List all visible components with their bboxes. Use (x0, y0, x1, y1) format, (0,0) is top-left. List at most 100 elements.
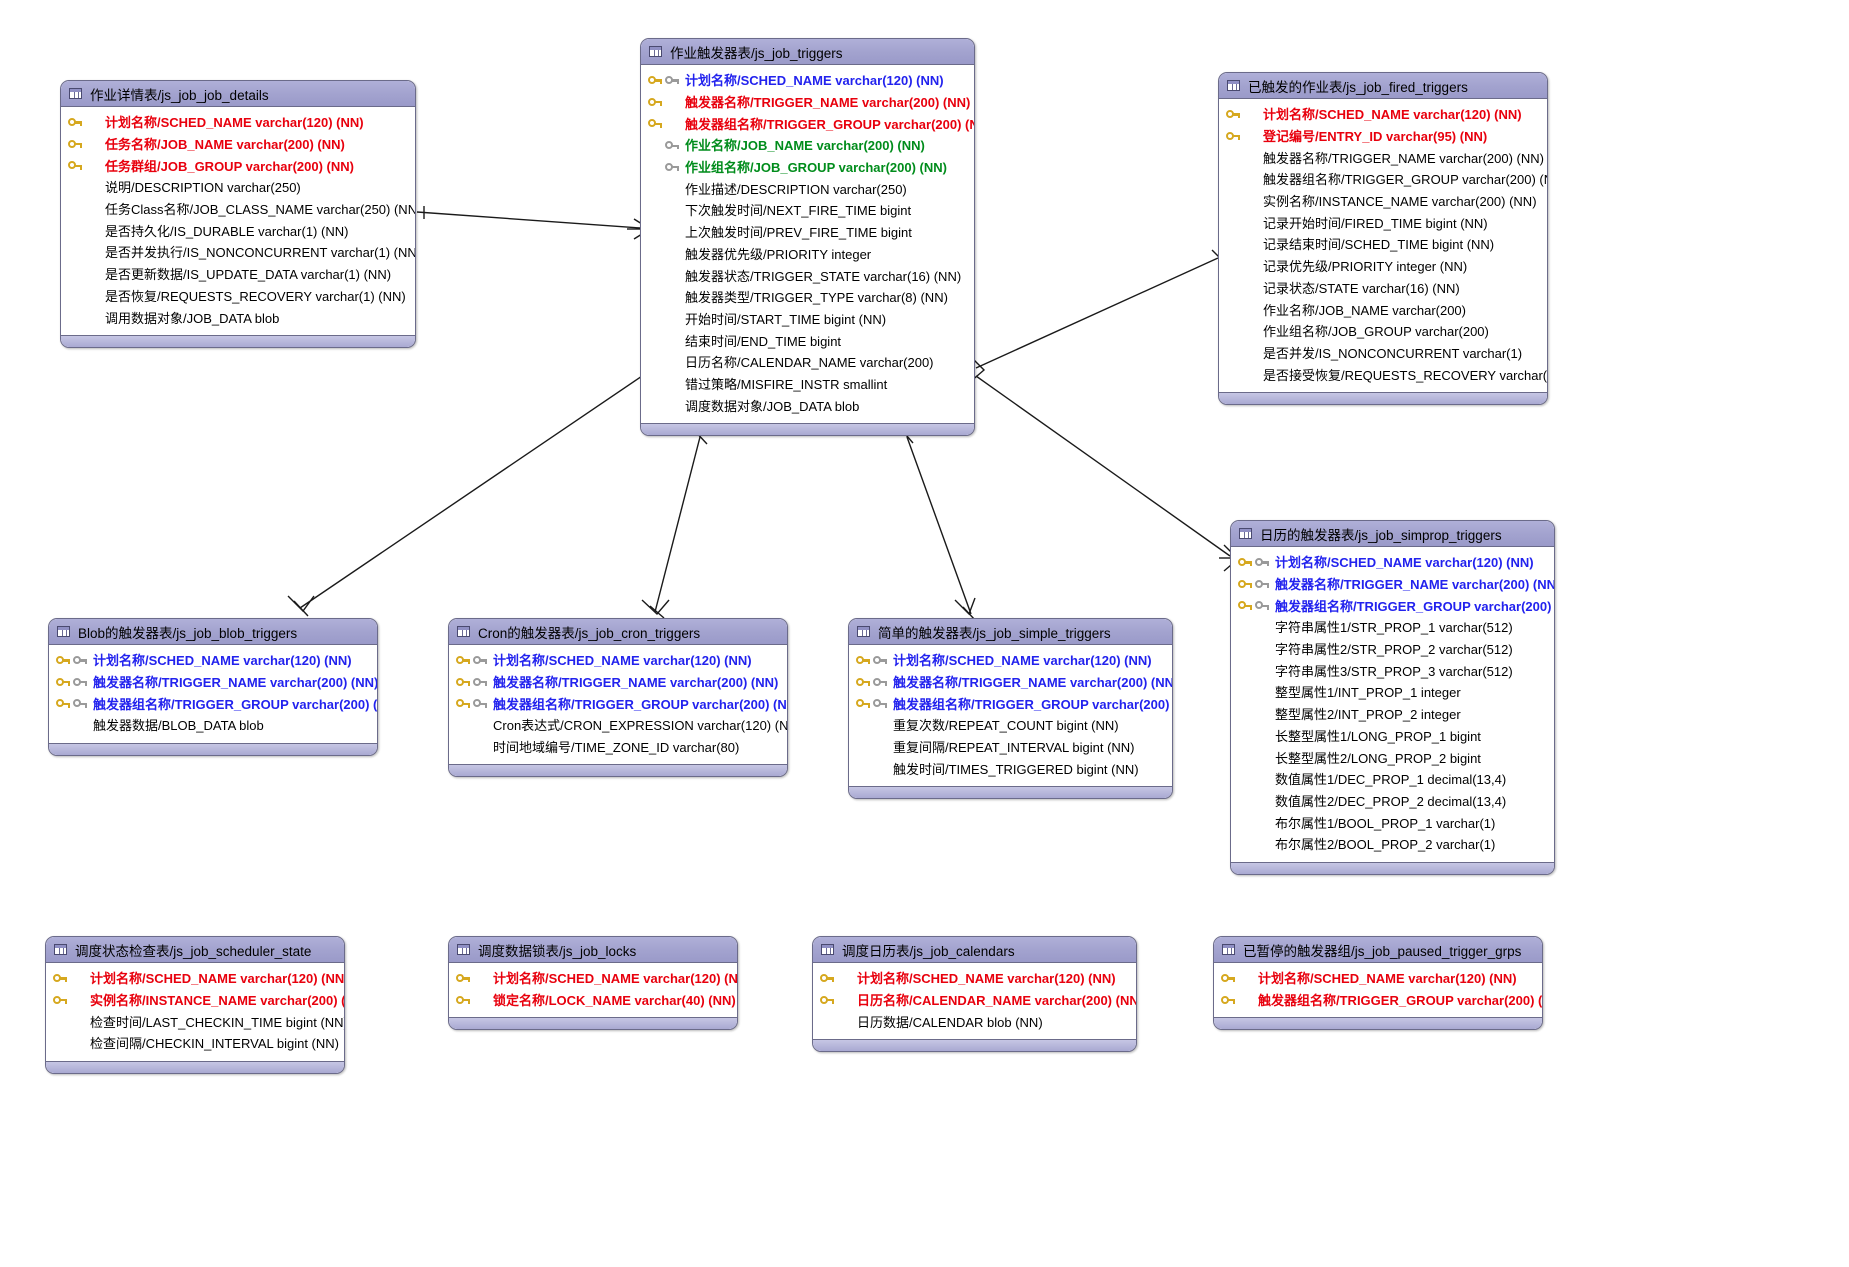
table-field-row[interactable]: 触发器名称/TRIGGER_NAME varchar(200) (NN) (849, 672, 1172, 694)
table-field-row[interactable]: 开始时间/START_TIME bigint (NN) (641, 309, 974, 331)
table-field-row[interactable]: 作业名称/JOB_NAME varchar(200) (NN) (641, 135, 974, 157)
table-field-row[interactable]: 检查间隔/CHECKIN_INTERVAL bigint (NN) (46, 1033, 344, 1055)
table-field-row[interactable]: 触发器组名称/TRIGGER_GROUP varchar(200) (NN) (49, 693, 377, 715)
table-field-row[interactable]: 字符串属性3/STR_PROP_3 varchar(512) (1231, 660, 1554, 682)
table-field-row[interactable]: 错过策略/MISFIRE_INSTR smallint (641, 374, 974, 396)
table-field-row[interactable]: 是否持久化/IS_DURABLE varchar(1) (NN) (61, 220, 415, 242)
table-field-row[interactable]: 触发器组名称/TRIGGER_GROUP varchar(200) (NN) (1231, 595, 1554, 617)
entity-table-scheduler_state[interactable]: 调度状态检查表/js_job_scheduler_state 计划名称/SCHED… (45, 936, 345, 1074)
table-field-row[interactable]: 触发器名称/TRIGGER_NAME varchar(200) (NN) (1219, 147, 1547, 169)
entity-table-paused_trigger_grps[interactable]: 已暂停的触发器组/js_job_paused_trigger_grps 计划名称/… (1213, 936, 1543, 1031)
table-field-row[interactable]: 触发器数据/BLOB_DATA blob (49, 715, 377, 737)
table-field-row[interactable]: 实例名称/INSTANCE_NAME varchar(200) (NN) (1219, 191, 1547, 213)
table-field-row[interactable]: 是否接受恢复/REQUESTS_RECOVERY varchar(1) (1219, 364, 1547, 386)
table-header-fired_triggers[interactable]: 已触发的作业表/js_job_fired_triggers (1219, 73, 1547, 99)
entity-table-blob_triggers[interactable]: Blob的触发器表/js_job_blob_triggers 计划名称/SCHED… (48, 618, 378, 756)
entity-table-calendars[interactable]: 调度日历表/js_job_calendars 计划名称/SCHED_NAME va… (812, 936, 1137, 1053)
table-field-row[interactable]: 锁定名称/LOCK_NAME varchar(40) (NN) (449, 990, 737, 1012)
table-field-row[interactable]: 记录开始时间/FIRED_TIME bigint (NN) (1219, 212, 1547, 234)
table-field-row[interactable]: 计划名称/SCHED_NAME varchar(120) (NN) (49, 650, 377, 672)
table-field-row[interactable]: 字符串属性1/STR_PROP_1 varchar(512) (1231, 617, 1554, 639)
table-field-row[interactable]: 是否并发执行/IS_NONCONCURRENT varchar(1) (NN) (61, 242, 415, 264)
table-field-row[interactable]: 计划名称/SCHED_NAME varchar(120) (NN) (449, 968, 737, 990)
table-field-row[interactable]: 触发器组名称/TRIGGER_GROUP varchar(200) (NN) (449, 693, 787, 715)
table-field-row[interactable]: 作业名称/JOB_NAME varchar(200) (1219, 299, 1547, 321)
table-field-row[interactable]: 记录状态/STATE varchar(16) (NN) (1219, 278, 1547, 300)
table-field-row[interactable]: 作业组名称/JOB_GROUP varchar(200) (NN) (641, 157, 974, 179)
table-field-row[interactable]: 长整型属性2/LONG_PROP_2 bigint (1231, 747, 1554, 769)
table-field-row[interactable]: 长整型属性1/LONG_PROP_1 bigint (1231, 726, 1554, 748)
table-field-row[interactable]: 触发器组名称/TRIGGER_GROUP varchar(200) (NN) (641, 113, 974, 135)
table-field-row[interactable]: 日历名称/CALENDAR_NAME varchar(200) (641, 352, 974, 374)
table-field-row[interactable]: 是否并发/IS_NONCONCURRENT varchar(1) (1219, 343, 1547, 365)
table-field-row[interactable]: 结束时间/END_TIME bigint (641, 330, 974, 352)
table-field-row[interactable]: 日历数据/CALENDAR blob (NN) (813, 1011, 1136, 1033)
table-field-row[interactable]: 计划名称/SCHED_NAME varchar(120) (NN) (46, 968, 344, 990)
table-field-row[interactable]: 布尔属性2/BOOL_PROP_2 varchar(1) (1231, 834, 1554, 856)
table-header-locks[interactable]: 调度数据锁表/js_job_locks (449, 937, 737, 963)
entity-table-fired_triggers[interactable]: 已触发的作业表/js_job_fired_triggers 计划名称/SCHED_… (1218, 72, 1548, 405)
table-field-row[interactable]: 任务Class名称/JOB_CLASS_NAME varchar(250) (N… (61, 199, 415, 221)
table-field-row[interactable]: 字符串属性2/STR_PROP_2 varchar(512) (1231, 639, 1554, 661)
table-field-row[interactable]: 数值属性2/DEC_PROP_2 decimal(13,4) (1231, 791, 1554, 813)
table-field-row[interactable]: 触发器组名称/TRIGGER_GROUP varchar(200) (NN) (1214, 990, 1542, 1012)
table-header-scheduler_state[interactable]: 调度状态检查表/js_job_scheduler_state (46, 937, 344, 963)
table-field-row[interactable]: 检查时间/LAST_CHECKIN_TIME bigint (NN) (46, 1011, 344, 1033)
table-field-row[interactable]: 作业组名称/JOB_GROUP varchar(200) (1219, 321, 1547, 343)
table-field-row[interactable]: 实例名称/INSTANCE_NAME varchar(200) (NN) (46, 990, 344, 1012)
table-field-row[interactable]: 整型属性2/INT_PROP_2 integer (1231, 704, 1554, 726)
table-field-row[interactable]: 触发器类型/TRIGGER_TYPE varchar(8) (NN) (641, 287, 974, 309)
table-field-row[interactable]: 布尔属性1/BOOL_PROP_1 varchar(1) (1231, 812, 1554, 834)
table-field-row[interactable]: 说明/DESCRIPTION varchar(250) (61, 177, 415, 199)
table-field-row[interactable]: 任务群组/JOB_GROUP varchar(200) (NN) (61, 155, 415, 177)
table-field-row[interactable]: 任务名称/JOB_NAME varchar(200) (NN) (61, 134, 415, 156)
table-field-row[interactable]: 计划名称/SCHED_NAME varchar(120) (NN) (449, 650, 787, 672)
entity-table-job_details[interactable]: 作业详情表/js_job_job_details 计划名称/SCHED_NAME … (60, 80, 416, 348)
table-field-row[interactable]: 重复间隔/REPEAT_INTERVAL bigint (NN) (849, 737, 1172, 759)
table-field-row[interactable]: 重复次数/REPEAT_COUNT bigint (NN) (849, 715, 1172, 737)
table-header-calendars[interactable]: 调度日历表/js_job_calendars (813, 937, 1136, 963)
table-field-row[interactable]: 触发器名称/TRIGGER_NAME varchar(200) (NN) (449, 672, 787, 694)
table-field-row[interactable]: 计划名称/SCHED_NAME varchar(120) (NN) (61, 112, 415, 134)
table-field-row[interactable]: 是否更新数据/IS_UPDATE_DATA varchar(1) (NN) (61, 264, 415, 286)
table-field-row[interactable]: 触发器状态/TRIGGER_STATE varchar(16) (NN) (641, 265, 974, 287)
table-field-row[interactable]: 记录结束时间/SCHED_TIME bigint (NN) (1219, 234, 1547, 256)
table-header-job_details[interactable]: 作业详情表/js_job_job_details (61, 81, 415, 107)
table-field-row[interactable]: 计划名称/SCHED_NAME varchar(120) (NN) (1231, 552, 1554, 574)
table-header-cron_triggers[interactable]: Cron的触发器表/js_job_cron_triggers (449, 619, 787, 645)
table-header-simprop_triggers[interactable]: 日历的触发器表/js_job_simprop_triggers (1231, 521, 1554, 547)
table-field-row[interactable]: 触发器组名称/TRIGGER_GROUP varchar(200) (NN) (849, 693, 1172, 715)
table-field-row[interactable]: 时间地域编号/TIME_ZONE_ID varchar(80) (449, 737, 787, 759)
table-field-row[interactable]: 触发时间/TIMES_TRIGGERED bigint (NN) (849, 758, 1172, 780)
table-header-blob_triggers[interactable]: Blob的触发器表/js_job_blob_triggers (49, 619, 377, 645)
table-field-row[interactable]: 调度数据对象/JOB_DATA blob (641, 395, 974, 417)
entity-table-locks[interactable]: 调度数据锁表/js_job_locks 计划名称/SCHED_NAME varch… (448, 936, 738, 1031)
table-field-row[interactable]: 调用数据对象/JOB_DATA blob (61, 307, 415, 329)
entity-table-simprop_triggers[interactable]: 日历的触发器表/js_job_simprop_triggers 计划名称/SCHE… (1230, 520, 1555, 875)
entity-table-job_triggers[interactable]: 作业触发器表/js_job_triggers 计划名称/SCHED_NAME va… (640, 38, 975, 436)
table-field-row[interactable]: 计划名称/SCHED_NAME varchar(120) (NN) (849, 650, 1172, 672)
table-field-row[interactable]: 触发器组名称/TRIGGER_GROUP varchar(200) (NN) (1219, 169, 1547, 191)
table-field-row[interactable]: 日历名称/CALENDAR_NAME varchar(200) (NN) (813, 990, 1136, 1012)
table-field-row[interactable]: 作业描述/DESCRIPTION varchar(250) (641, 178, 974, 200)
table-field-row[interactable]: 触发器名称/TRIGGER_NAME varchar(200) (NN) (49, 672, 377, 694)
entity-table-simple_triggers[interactable]: 简单的触发器表/js_job_simple_triggers 计划名称/SCHED… (848, 618, 1173, 800)
table-field-row[interactable]: 触发器名称/TRIGGER_NAME varchar(200) (NN) (1231, 574, 1554, 596)
table-field-row[interactable]: 计划名称/SCHED_NAME varchar(120) (NN) (1214, 968, 1542, 990)
table-field-row[interactable]: 触发器名称/TRIGGER_NAME varchar(200) (NN) (641, 92, 974, 114)
table-header-paused_trigger_grps[interactable]: 已暂停的触发器组/js_job_paused_trigger_grps (1214, 937, 1542, 963)
entity-table-cron_triggers[interactable]: Cron的触发器表/js_job_cron_triggers 计划名称/SCHED… (448, 618, 788, 778)
table-field-row[interactable]: 数值属性1/DEC_PROP_1 decimal(13,4) (1231, 769, 1554, 791)
table-field-row[interactable]: 触发器优先级/PRIORITY integer (641, 244, 974, 266)
table-field-row[interactable]: 登记编号/ENTRY_ID varchar(95) (NN) (1219, 126, 1547, 148)
table-header-job_triggers[interactable]: 作业触发器表/js_job_triggers (641, 39, 974, 65)
table-field-row[interactable]: 计划名称/SCHED_NAME varchar(120) (NN) (813, 968, 1136, 990)
table-field-row[interactable]: 整型属性1/INT_PROP_1 integer (1231, 682, 1554, 704)
table-field-row[interactable]: 计划名称/SCHED_NAME varchar(120) (NN) (641, 70, 974, 92)
table-field-row[interactable]: 是否恢复/REQUESTS_RECOVERY varchar(1) (NN) (61, 286, 415, 308)
table-field-row[interactable]: 记录优先级/PRIORITY integer (NN) (1219, 256, 1547, 278)
table-field-row[interactable]: Cron表达式/CRON_EXPRESSION varchar(120) (NN… (449, 715, 787, 737)
table-header-simple_triggers[interactable]: 简单的触发器表/js_job_simple_triggers (849, 619, 1172, 645)
table-field-row[interactable]: 下次触发时间/NEXT_FIRE_TIME bigint (641, 200, 974, 222)
table-field-row[interactable]: 计划名称/SCHED_NAME varchar(120) (NN) (1219, 104, 1547, 126)
